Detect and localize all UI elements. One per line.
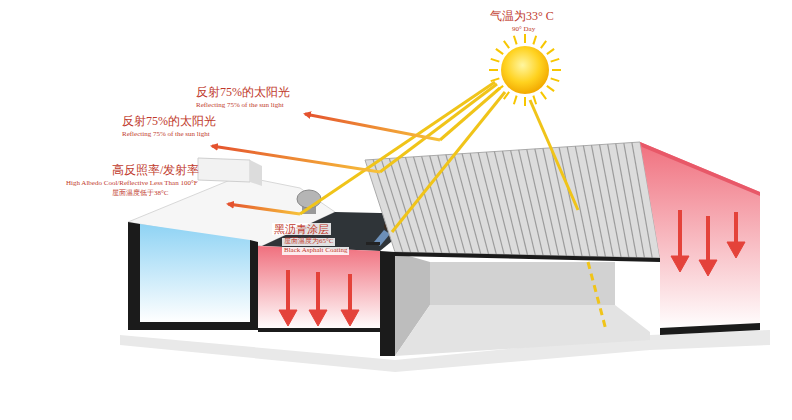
sun-ray [547,49,554,54]
albedo-subtitle: High Albedo Cool/Reflective Less Than 10… [66,180,198,188]
sun-ray [551,78,560,81]
roof-corrugation [373,159,403,252]
reflect-subtitle: Reflecting 75% of the sun light [122,131,210,139]
asphalt-temp-note: 屋面温度为65°C [282,238,335,246]
sun-ray [496,86,503,91]
roof-corrugation [414,157,442,253]
sun-ray [551,59,560,62]
roof-corrugation [616,144,637,258]
sun-ray [496,49,503,54]
reflect-label: 反射75%的太阳光 [196,86,290,99]
roof-corrugation [486,152,512,255]
sun-ray [547,86,554,91]
sun-ray [504,92,509,99]
sun-ray [514,36,517,45]
sun-ray [541,41,546,48]
sun-ray [524,97,526,106]
roof-corrugation [446,155,473,254]
roof-corrugation [422,156,450,253]
roof-temp-note: 屋面温度低于38°C [112,190,168,198]
sun-ray [491,59,500,62]
roof-corrugation [494,152,519,255]
sun-ray [533,36,536,45]
sun-ray [533,96,536,105]
roof-corrugation [624,143,645,258]
roof-corrugation [478,153,504,255]
asphalt-label: 黑沥青涂层 [272,223,331,235]
reflect-label: 反射75%的太阳光 [122,115,216,128]
roof-corrugation [381,159,410,252]
temperature-subtitle: 90° Day [512,26,535,34]
reflect-subtitle: Reflecting 75% of the sun light [196,102,284,110]
roof-corrugation [470,153,496,254]
roof-corrugation [405,157,434,253]
roof-corrugation [462,154,488,254]
sun-ray [491,78,500,81]
roof-corrugation [454,154,481,254]
asphalt-subtitle: Black Asphalt Coating [282,247,349,255]
sun-ray [514,96,517,105]
sun-ray [552,69,561,71]
albedo-label: 高反照率/发射率 [112,164,199,177]
sun-ray [541,92,546,99]
sun-ray [504,41,509,48]
sun-ray [489,69,498,71]
sun-ray [524,34,526,43]
temperature-label: 气温为33° C [490,10,554,23]
